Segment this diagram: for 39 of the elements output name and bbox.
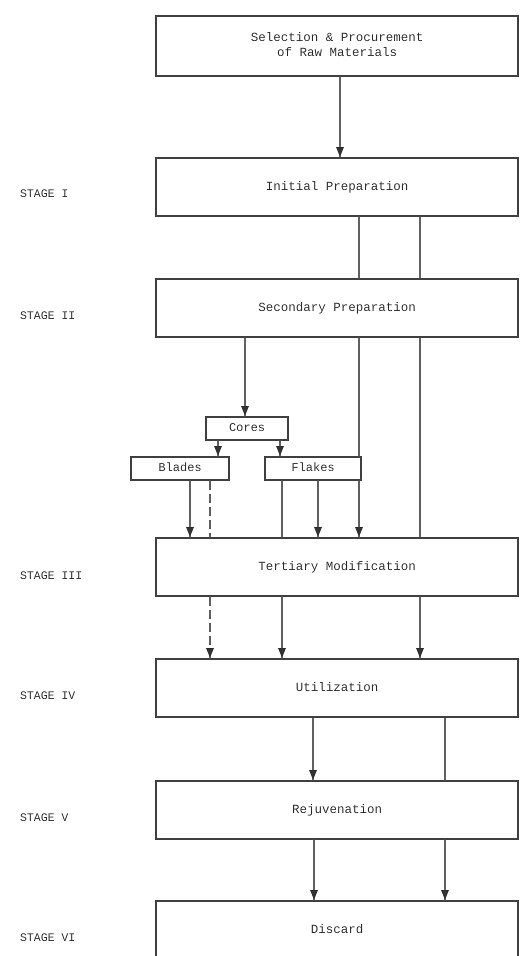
- stage-box: [155, 278, 519, 338]
- arrow: [309, 718, 317, 780]
- arrow: [416, 597, 424, 658]
- box-label: Utilization: [296, 680, 378, 696]
- box-label: Tertiary Modification: [258, 560, 416, 574]
- stage-box: [155, 15, 519, 77]
- arrow: [278, 597, 286, 658]
- product-box: [264, 456, 362, 481]
- arrow: [241, 338, 249, 416]
- arrow: [186, 481, 194, 537]
- product-box: [205, 416, 289, 441]
- stage-label: STAGE VI: [20, 932, 76, 945]
- stage-box: [155, 780, 519, 840]
- arrow: [310, 840, 318, 900]
- arrow: [276, 441, 284, 456]
- stage-label: STAGE IV: [20, 690, 76, 703]
- box-label: Flakes: [291, 461, 335, 476]
- stage-box: [155, 537, 519, 597]
- stage-label: STAGE I: [20, 188, 68, 201]
- arrow: [314, 481, 322, 537]
- arrow: [206, 597, 214, 658]
- stage-label: STAGE III: [20, 570, 82, 583]
- arrow: [336, 77, 344, 157]
- box-label: Discard: [310, 922, 364, 938]
- box-label: Rejuvenation: [292, 802, 382, 818]
- stage-box: [155, 658, 519, 718]
- box-label: Blades: [158, 461, 202, 476]
- stage-box: [155, 157, 519, 217]
- arrow: [355, 338, 363, 537]
- box-label: Cores: [228, 421, 265, 436]
- arrow: [441, 840, 449, 900]
- product-box: [130, 456, 230, 481]
- stage-label: STAGE V: [20, 812, 68, 825]
- stage-box: [155, 900, 519, 956]
- box-label: Secondary Preparation: [258, 300, 416, 316]
- arrow: [214, 441, 222, 456]
- box-label: Selection & Procurement of Raw Materials: [250, 31, 424, 61]
- stage-label: STAGE II: [20, 310, 76, 323]
- box-label: Initial Preparation: [266, 180, 408, 194]
